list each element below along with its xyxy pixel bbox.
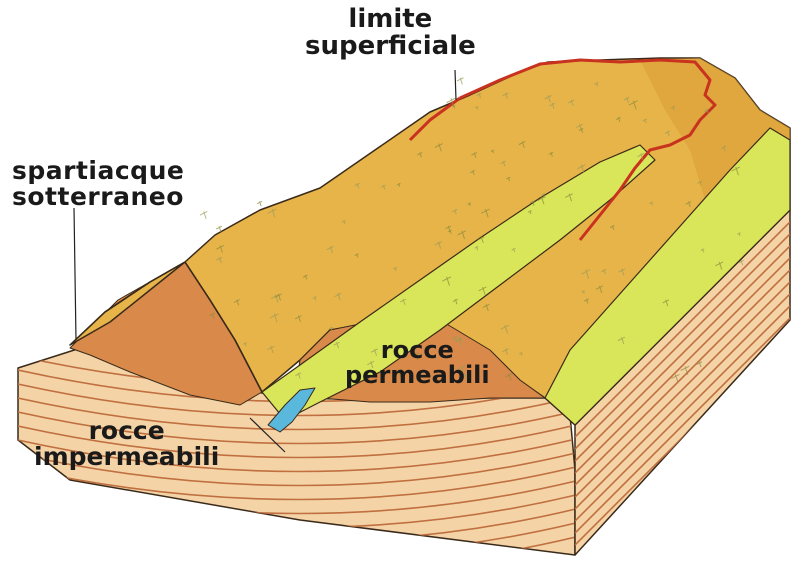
leader-line-spartiacque (74, 208, 76, 340)
label-rocce-permeabili: rocce permeabili (345, 338, 490, 388)
leader-line-limite (455, 70, 456, 100)
vegetation-speck (457, 78, 464, 85)
vegetation-speck (216, 226, 222, 232)
label-rocce-impermeabili: rocce impermeabili (34, 418, 219, 471)
label-spartiacque-sotterraneo: spartiacque sotterraneo (12, 158, 184, 211)
vegetation-speck (200, 211, 207, 218)
vegetation-speck (257, 201, 262, 206)
label-limite-superficiale: limite superficiale (305, 6, 476, 61)
